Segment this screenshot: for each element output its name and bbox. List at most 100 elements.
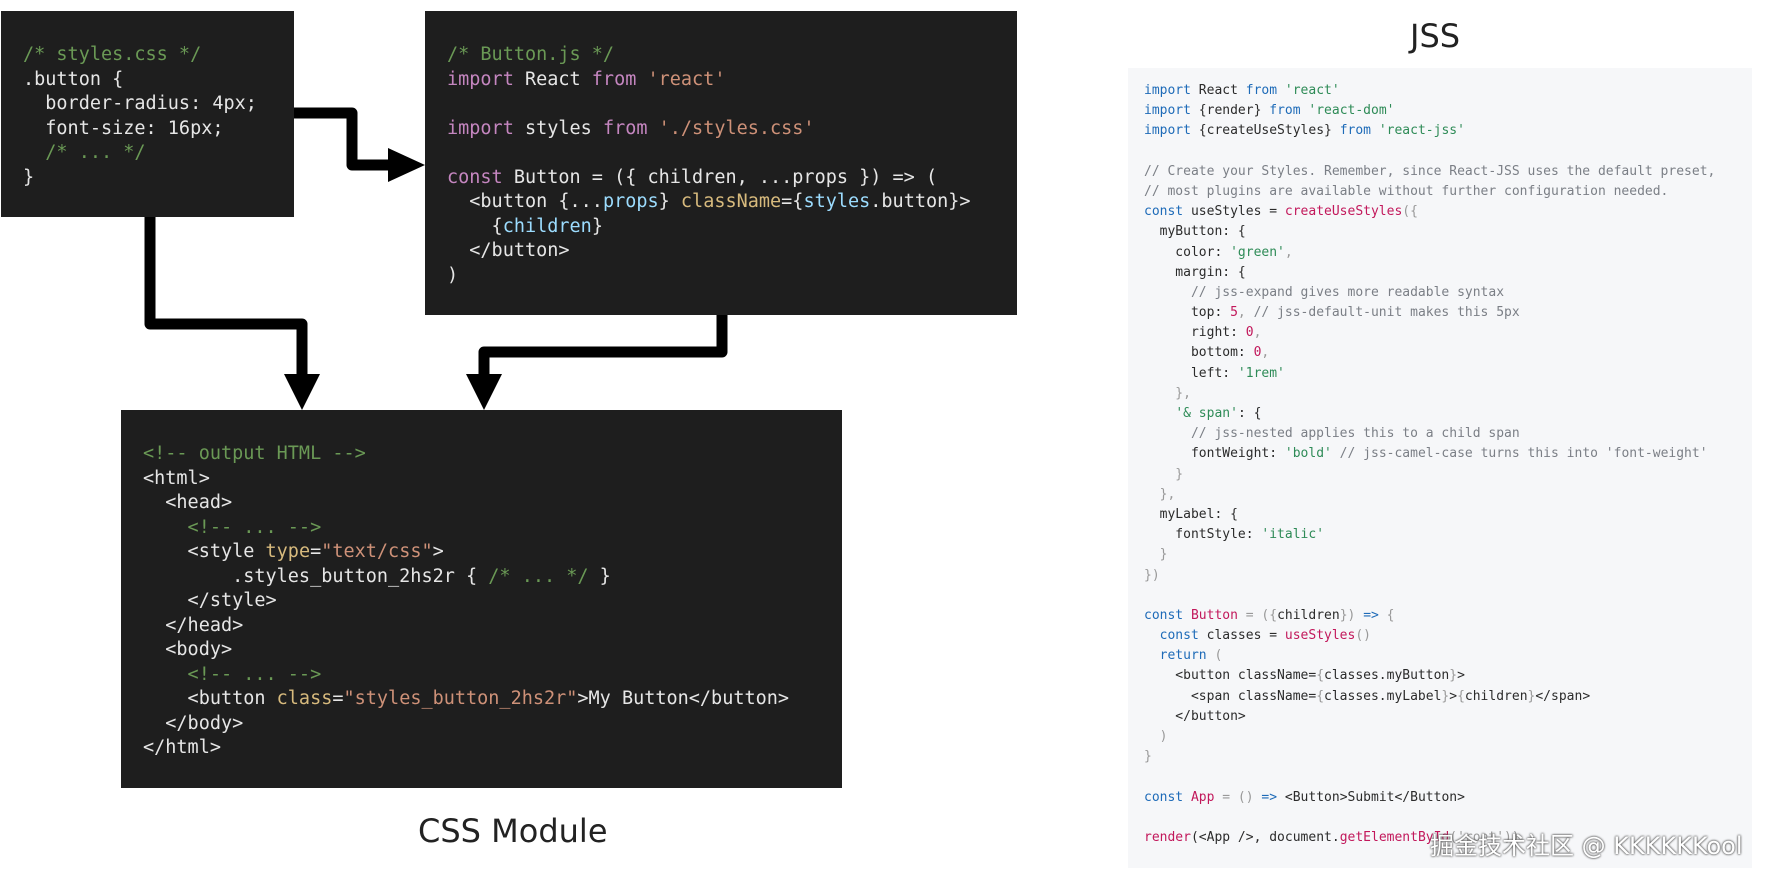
- code-line: const App = () => <Button>Submit</Button…: [1144, 788, 1752, 808]
- arrow-css-to-button: [294, 107, 392, 171]
- code-line: </button>: [447, 239, 1017, 264]
- code-token: right:: [1144, 325, 1246, 341]
- code-line: <head>: [143, 491, 842, 516]
- code-token: <!-- ... -->: [143, 663, 322, 685]
- code-token: from: [602, 117, 648, 139]
- code-token: </head>: [143, 614, 244, 636]
- code-line: margin: {: [1144, 263, 1752, 283]
- code-token: className: [680, 191, 782, 212]
- code-token: <button {...: [447, 191, 603, 212]
- code-token: .button {: [23, 68, 124, 90]
- code-line: /* styles.css */: [23, 43, 294, 68]
- code-line: [447, 92, 1017, 117]
- code-token: =>: [1261, 789, 1278, 805]
- code-token: /* ... */: [23, 142, 146, 163]
- arrow-css-to-output: [144, 217, 308, 380]
- code-line: </head>: [143, 614, 842, 639]
- code-token: ,: [1284, 244, 1293, 260]
- code-token: props: [602, 191, 659, 212]
- code-token: // jss-default-unit makes this 5px: [1253, 305, 1520, 321]
- code-token: // jss-camel-case turns this into 'font-…: [1331, 446, 1708, 462]
- code-token: {: [1316, 668, 1325, 684]
- code-line: {children}: [447, 215, 1017, 240]
- code-token: {: [1457, 688, 1465, 704]
- code-token: import: [1144, 103, 1191, 119]
- code-token: from: [1339, 123, 1371, 139]
- code-token: from: [591, 68, 637, 90]
- code-token: ={: [781, 191, 804, 212]
- code-line: },: [1144, 384, 1752, 404]
- code-token: 5: [1230, 305, 1238, 321]
- code-line: border-radius: 4px;: [23, 92, 294, 117]
- code-token: </button>: [447, 240, 570, 261]
- code-token: classes.myLabel: [1324, 688, 1442, 704]
- code-line: .button {: [23, 68, 294, 93]
- code-line: font-size: 16px;: [23, 117, 294, 142]
- code-line: <html>: [143, 467, 842, 492]
- code-token: },: [1144, 486, 1176, 502]
- code-token: // jss-nested applies this to a child sp…: [1144, 426, 1520, 442]
- code-token: // Create your Styles. Remember, since R…: [1144, 163, 1716, 179]
- code-line: ): [447, 264, 1017, 289]
- code-token: classes.myButton: [1324, 668, 1450, 684]
- code-token: '1rem': [1237, 365, 1285, 381]
- code-token: >My Button</button>: [577, 688, 790, 709]
- code-token: </html>: [143, 737, 221, 758]
- code-token: .button}>: [870, 191, 971, 212]
- code-token: }: [588, 565, 611, 587]
- code-token: [1144, 648, 1160, 663]
- watermark: 掘金技术社区 @ KKKKKKool: [1430, 832, 1743, 860]
- code-token: myButton: {: [1144, 224, 1246, 240]
- code-token: }: [591, 215, 603, 237]
- code-token: Button: [1183, 607, 1246, 623]
- code-token: 'react': [636, 68, 726, 90]
- code-token: bottom:: [1144, 345, 1254, 361]
- code-line: <body>: [143, 638, 842, 663]
- code-token: import: [1144, 123, 1191, 139]
- code-token: "text/css": [321, 541, 433, 562]
- code-token: </body>: [143, 712, 244, 734]
- code-token: </button>: [1144, 708, 1246, 724]
- code-token: useStyles: [1284, 628, 1356, 644]
- code-token: {: [447, 215, 503, 237]
- code-line: </style>: [143, 589, 842, 614]
- code-line: <!-- output HTML -->: [143, 442, 842, 467]
- code-token: fontStyle:: [1144, 527, 1262, 543]
- jss-code-panel: import React from 'react'import {render}…: [1128, 68, 1752, 868]
- code-token: : {: [1237, 406, 1262, 421]
- code-token: }: [1144, 466, 1184, 482]
- code-token: styles: [803, 191, 871, 212]
- code-token: classes =: [1198, 628, 1285, 644]
- code-token: App: [1183, 789, 1223, 805]
- code-token: <!-- output HTML -->: [143, 443, 366, 464]
- code-line: fontWeight: 'bold' // jss-camel-case tur…: [1144, 444, 1752, 464]
- code-token: {render}: [1190, 103, 1270, 119]
- code-token: '& span': [1175, 406, 1238, 421]
- styles-css-code-panel: /* styles.css */.button { border-radius:…: [1, 11, 294, 217]
- code-token: >: [1449, 688, 1458, 704]
- code-token: ,: [1253, 325, 1262, 341]
- code-token: 'react-dom': [1300, 103, 1395, 119]
- code-token: const: [1144, 789, 1184, 805]
- code-line: }): [1144, 566, 1752, 586]
- code-token: /* ... */: [488, 565, 589, 587]
- code-line: myButton: {: [1144, 222, 1752, 242]
- code-token: }: [1449, 668, 1458, 684]
- code-token: ): [447, 264, 459, 286]
- code-token: ,: [1237, 305, 1254, 321]
- code-token: left:: [1144, 365, 1238, 381]
- code-token: /* Button.js */: [447, 44, 615, 65]
- code-token: <Button>Submit</Button>: [1277, 789, 1465, 805]
- code-token: const: [1159, 628, 1199, 644]
- code-line: }: [1144, 465, 1752, 485]
- code-token: =: [310, 541, 322, 562]
- code-token: from: [1245, 83, 1278, 98]
- code-token: }: [23, 166, 35, 188]
- code-token: class: [276, 688, 333, 709]
- code-line: // Create your Styles. Remember, since R…: [1144, 162, 1752, 182]
- code-line: render(<App />, document.getElementById(…: [1144, 828, 1752, 848]
- code-line: // most plugins are available without fu…: [1144, 182, 1752, 202]
- code-line: import styles from './styles.css': [447, 117, 1017, 142]
- code-token: ,: [1261, 345, 1270, 361]
- code-token: {: [1378, 607, 1395, 623]
